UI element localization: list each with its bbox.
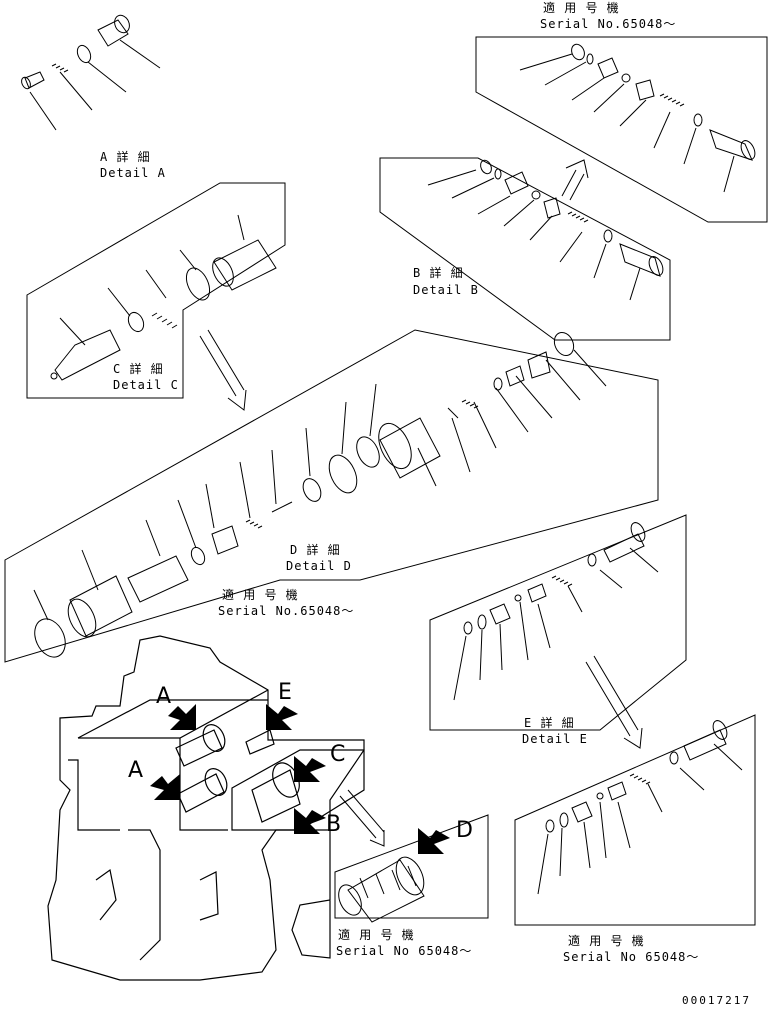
callout-arrows (150, 704, 450, 854)
serial-valve-jp: 適 用 号 機 (338, 928, 415, 942)
callout-a-lower: A (128, 758, 144, 783)
detail-c-parts (50, 214, 277, 381)
arrow-valve-to-d (339, 789, 385, 847)
valve-body (47, 635, 365, 981)
detail-d-en: Detail D (286, 559, 352, 573)
detail-c-en: Detail C (113, 378, 179, 392)
serial-e-jp: 適 用 号 機 (568, 934, 645, 948)
arrow-e-to-bottom (585, 655, 643, 749)
serial-valve-en: Serial No 65048～ (336, 944, 473, 958)
valve-d-frame (334, 814, 489, 919)
detail-a-jp: A 詳 細 (100, 150, 151, 164)
detail-e-frame (429, 514, 687, 731)
detail-a-parts (21, 14, 161, 131)
detail-e-jp: E 詳 細 (524, 716, 575, 730)
bottom-e-frame (514, 714, 756, 926)
detail-d-jp: D 詳 細 (290, 543, 341, 557)
drawing-code: 00017217 (682, 994, 751, 1007)
arrow-b-to-top (561, 159, 589, 201)
serial-top-en: Serial No.65048～ (540, 17, 677, 31)
detail-c-frame (26, 182, 286, 399)
detail-d-frame (4, 329, 659, 663)
arrow-c-to-d (199, 329, 247, 411)
detail-b-parts (427, 159, 664, 301)
top-serial-frame (475, 36, 768, 223)
detail-b-jp: B 詳 細 (413, 266, 464, 280)
serial-e-en: Serial No 65048～ (563, 950, 700, 964)
serial-top-jp: 適 用 号 機 (543, 1, 620, 15)
callout-e: E (278, 680, 292, 705)
callout-c: C (330, 742, 346, 767)
valve-d-parts (338, 856, 425, 923)
bottom-e-parts (537, 720, 743, 895)
detail-e-en: Detail E (522, 732, 588, 746)
callout-d: D (456, 818, 473, 843)
detail-e-parts (453, 522, 659, 701)
detail-a-en: Detail A (100, 166, 166, 180)
detail-c-jp: C 詳 細 (113, 362, 164, 376)
detail-b-frame (379, 157, 671, 341)
callout-a-upper: A (156, 684, 172, 709)
detail-d-parts (33, 331, 607, 658)
serial-d-en: Serial No.65048～ (218, 604, 355, 618)
serial-d-jp: 適 用 号 機 (222, 588, 299, 602)
callout-b: B (326, 812, 342, 837)
top-frame-parts (519, 43, 756, 193)
detail-b-en: Detail B (413, 283, 479, 297)
